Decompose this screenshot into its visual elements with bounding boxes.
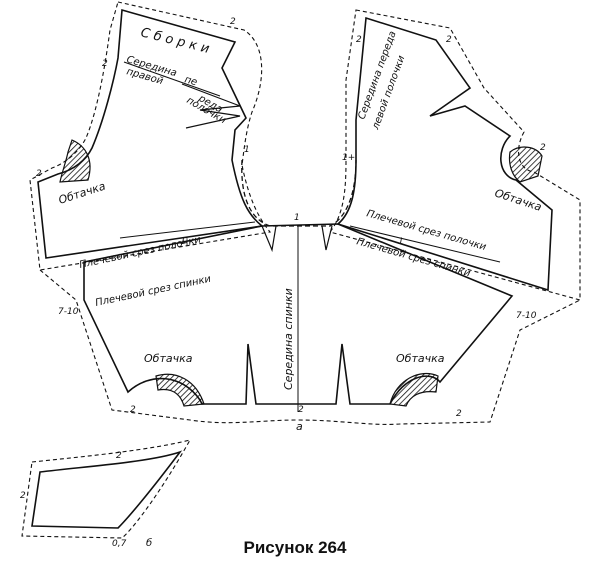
left-front-dart — [181, 83, 241, 129]
num-2-left-edge: 2 — [102, 59, 108, 69]
label-pereda-left: пе — [183, 74, 198, 88]
back-seam-allowance — [39, 269, 581, 425]
neck-dart-left — [261, 225, 277, 253]
num-1plus-right: 1+ — [342, 153, 355, 163]
right-shoulder-line — [349, 225, 501, 263]
label-plechevoi-spinki-left: Плечевой срез спинки — [94, 274, 212, 309]
num-2-left-armhole: 2 — [36, 169, 42, 179]
num-1-left: 1 — [244, 145, 250, 155]
num-1-right-shoulder: 1 — [398, 237, 404, 247]
num-2-facing-top: 2 — [116, 451, 122, 461]
figure-caption: Рисунок 264 — [243, 538, 347, 557]
num-7-10-right: 7-10 — [516, 311, 537, 321]
facing-piece-outline — [31, 450, 183, 529]
back-right-facing-hatch — [389, 372, 439, 407]
left-front-center-line — [123, 61, 221, 97]
num-1-neck: 1 — [294, 213, 300, 223]
label-letter-a: а — [296, 420, 303, 433]
label-obtachka-top-left: Обтачка — [57, 179, 107, 206]
num-2-top-left: 2 — [230, 17, 236, 27]
left-shoulder-line — [119, 221, 256, 239]
num-2-back-right: 2 — [456, 409, 462, 419]
facing-piece-seam-allowance — [21, 439, 192, 539]
num-2-right-corner: 2 — [446, 35, 452, 45]
left-top-facing-hatch — [59, 139, 91, 183]
num-2-back-left: 2 — [130, 405, 136, 415]
left-front-piece-outline — [37, 8, 264, 259]
right-top-facing-hatch — [508, 146, 543, 183]
right-front-seam-allowance — [329, 9, 581, 301]
num-2-facing-left: 2 — [20, 491, 26, 501]
label-obtachka-top-right: Обтачка — [493, 186, 543, 213]
num-7-10-left: 7-10 — [58, 307, 79, 317]
label-letter-b: б — [146, 537, 152, 549]
num-2-right-armhole: 2 — [540, 143, 546, 153]
num-1prime-left: 1' — [180, 237, 188, 247]
label-seredina-spinki: Середина спинки — [282, 288, 295, 390]
label-obtachka-bottom-left: Обтачка — [144, 352, 193, 365]
left-front-seam-allowance — [29, 1, 272, 271]
back-left-facing-hatch — [155, 373, 205, 407]
label-obtachka-bottom-right: Обтачка — [396, 352, 445, 365]
num-2-back-center: 2 — [298, 405, 304, 415]
right-front-piece-outline — [336, 16, 553, 292]
num-0-7-facing: 0,7 — [112, 539, 127, 549]
num-2-right-top: 2 — [356, 35, 362, 45]
label-sborki: С б о р к и — [139, 25, 211, 57]
neck-dart-right — [321, 225, 333, 251]
